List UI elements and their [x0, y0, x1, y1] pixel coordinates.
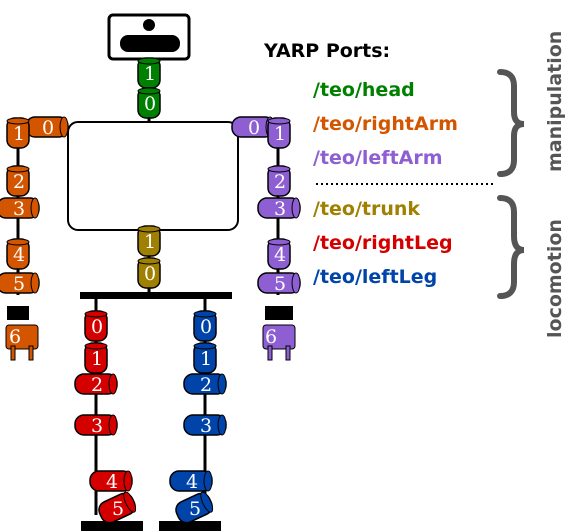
left-wrist [265, 306, 293, 320]
legend-port-label: /teo/leftArm [313, 147, 443, 169]
right-leg-joint-1: 1 [84, 342, 108, 374]
right-arm-joint-0: 0 [25, 116, 69, 139]
joint-label: 0 [91, 316, 103, 338]
left-arm-joint-5: 5 [257, 272, 301, 295]
joint-label: 0 [248, 117, 260, 139]
right-arm-joint-3: 3 [0, 197, 40, 220]
legend-port-label: /teo/rightArm [313, 113, 458, 135]
left-leg-joint-1: 1 [193, 342, 217, 374]
joint-label: 1 [144, 63, 156, 85]
joint-label: 2 [200, 374, 212, 396]
legend-port-label: /teo/rightLeg [313, 232, 453, 254]
joint-label: 1 [144, 231, 156, 253]
left-arm-joint-2: 2 [267, 165, 291, 197]
joint-label: 3 [200, 415, 212, 437]
joint-label: 5 [13, 273, 25, 295]
joint-label: 5 [274, 273, 286, 295]
left-gripper: 6 [262, 324, 296, 361]
legend-port-label: /teo/trunk [313, 198, 420, 220]
joint-label: 1 [274, 123, 286, 145]
joint-label: 0 [200, 316, 212, 338]
head-mouth-icon [120, 35, 180, 52]
right-leg-joint-0: 0 [84, 310, 108, 342]
right-arm-joint-5: 5 [0, 272, 40, 295]
hip-bar [80, 292, 232, 299]
joint-label: 5 [112, 498, 124, 520]
left-leg-joint-2: 2 [183, 373, 227, 396]
joint-label: 4 [106, 471, 118, 493]
manipulation-label: manipulation [544, 31, 566, 172]
joint-label: 2 [13, 171, 25, 193]
left-arm-joint-label: 6 [265, 326, 277, 348]
joint-label: 2 [274, 171, 286, 193]
right-leg-joint-5: 5 [98, 491, 137, 524]
right-leg-joint-3: 3 [74, 414, 118, 437]
joint-label: 3 [13, 198, 25, 220]
left-leg-joint-5: 5 [175, 491, 214, 524]
head-joint-1: 1 [137, 57, 161, 89]
legend-port-label: /teo/head [313, 79, 415, 101]
trunk-joint-0: 0 [137, 257, 161, 289]
left-leg-joint-4: 4 [169, 470, 213, 493]
joint-label: 4 [274, 244, 286, 266]
legend-title: YARP Ports: [263, 40, 390, 62]
right-foot [81, 521, 143, 531]
left-leg-joint-0: 0 [193, 310, 217, 342]
left-foot [159, 521, 221, 531]
joint-label: 4 [13, 244, 25, 266]
joint-label: 4 [186, 471, 198, 493]
joint-label: 0 [144, 93, 156, 115]
joint-label: 3 [91, 415, 103, 437]
left-arm-joint-1: 1 [267, 117, 291, 149]
right-gripper: 6 [5, 324, 39, 361]
joint-label: 1 [200, 348, 212, 370]
joint-label: 5 [189, 498, 201, 520]
right-arm-joint-label: 6 [9, 326, 21, 348]
right-leg-joint-4: 4 [89, 470, 133, 493]
right-arm-joint-2: 2 [6, 165, 30, 197]
joint-label: 1 [91, 348, 103, 370]
joint-label: 2 [91, 374, 103, 396]
joint-label: 0 [42, 117, 54, 139]
right-leg-joint-2: 2 [74, 373, 118, 396]
head-eye-icon [143, 19, 155, 31]
right-wrist [7, 306, 29, 320]
legend-port-label: /teo/leftLeg [313, 266, 437, 288]
head-joint-0: 0 [137, 87, 161, 119]
locomotion-label: locomotion [544, 219, 566, 338]
joint-label: 0 [144, 263, 156, 285]
torso-box [67, 121, 239, 231]
joint-label: 3 [274, 198, 286, 220]
left-arm-joint-4: 4 [267, 238, 291, 270]
right-arm-joint-1: 1 [6, 117, 30, 149]
left-leg-joint-3: 3 [183, 414, 227, 437]
joint-label: 1 [13, 123, 25, 145]
trunk-joint-1: 1 [137, 225, 161, 257]
right-arm-joint-4: 4 [6, 238, 30, 270]
left-arm-joint-3: 3 [257, 197, 301, 220]
manipulation-brace [497, 69, 525, 177]
locomotion-brace [497, 195, 525, 299]
